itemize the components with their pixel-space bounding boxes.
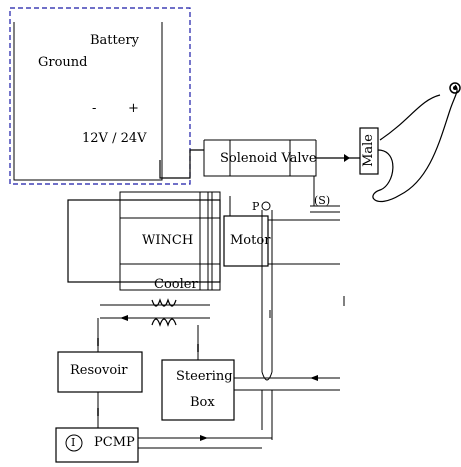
remote-cable	[372, 84, 458, 202]
battery-voltage-label: 12V / 24V	[82, 131, 147, 146]
motor-box	[223, 215, 269, 267]
port-s-label: (S)	[314, 194, 331, 207]
cooler-coil	[151, 298, 177, 327]
battery-plus-label: +	[128, 101, 139, 116]
motor-label: Motor	[230, 233, 271, 248]
winch-label: WINCH	[142, 233, 194, 248]
battery-minus-label: -	[92, 101, 97, 116]
port-p-label: P	[252, 200, 260, 213]
steering-box-label-line1: Steering	[176, 369, 233, 384]
pump-box	[55, 427, 139, 463]
male-connector	[359, 127, 379, 175]
battery-box	[13, 22, 163, 181]
battery-to-solenoid-wire	[159, 149, 204, 179]
pump-symbol: I	[71, 436, 76, 449]
reservoir-label: Resovoir	[70, 363, 128, 378]
ground-label: Ground	[38, 55, 88, 70]
reservoir-box	[57, 351, 143, 393]
port-p-fitting	[261, 201, 271, 211]
battery-title: Battery	[90, 33, 140, 48]
male-connector-label: Male	[361, 134, 376, 167]
remote-plug	[449, 82, 461, 94]
solenoid-valve-label: Solenoid Valve	[220, 151, 317, 166]
steering-box-label-line2: Box	[190, 395, 215, 410]
pump-label: PCMP	[94, 435, 135, 450]
cooler-label: Cooler	[154, 277, 198, 292]
battery-enclosure	[9, 7, 191, 185]
